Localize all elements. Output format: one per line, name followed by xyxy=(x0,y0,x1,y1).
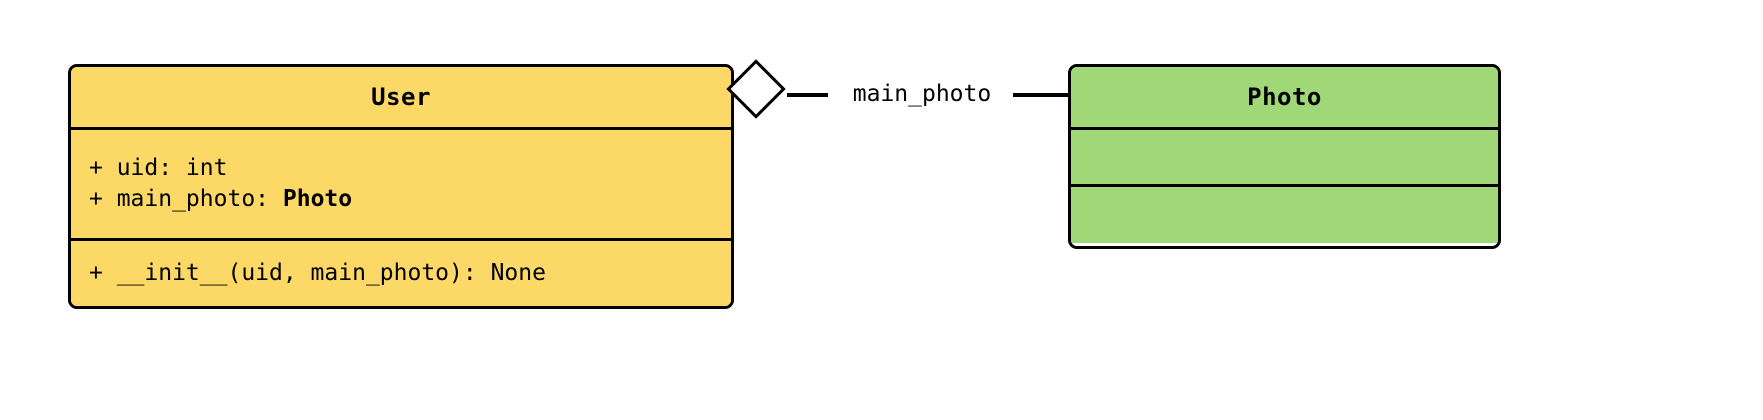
method-text-init: + __init__(uid, main_photo): None xyxy=(89,260,546,286)
class-attributes-photo xyxy=(1071,127,1498,184)
connector-line-right xyxy=(1013,93,1071,97)
attribute-text-uid: + uid: int xyxy=(89,155,228,181)
class-title-photo: Photo xyxy=(1071,67,1498,127)
class-methods-photo xyxy=(1071,184,1498,243)
connector-label-main-photo: main_photo xyxy=(828,79,1016,109)
class-box-user[interactable]: User + uid: int + main_photo: Photo + __… xyxy=(68,64,734,309)
aggregation-diamond-icon xyxy=(726,59,786,119)
attribute-row: + main_photo: Photo xyxy=(89,184,713,215)
method-row: + __init__(uid, main_photo): None xyxy=(89,258,713,289)
class-methods-user: + __init__(uid, main_photo): None xyxy=(71,238,731,306)
class-title-user: User xyxy=(71,67,731,127)
attribute-row: + uid: int xyxy=(89,153,713,184)
connector-line-left xyxy=(787,93,829,97)
attribute-type-main-photo: Photo xyxy=(282,186,353,212)
class-box-photo[interactable]: Photo xyxy=(1068,64,1501,249)
attribute-text-main-photo: + main_photo: xyxy=(89,186,283,212)
class-attributes-user: + uid: int + main_photo: Photo xyxy=(71,127,731,238)
